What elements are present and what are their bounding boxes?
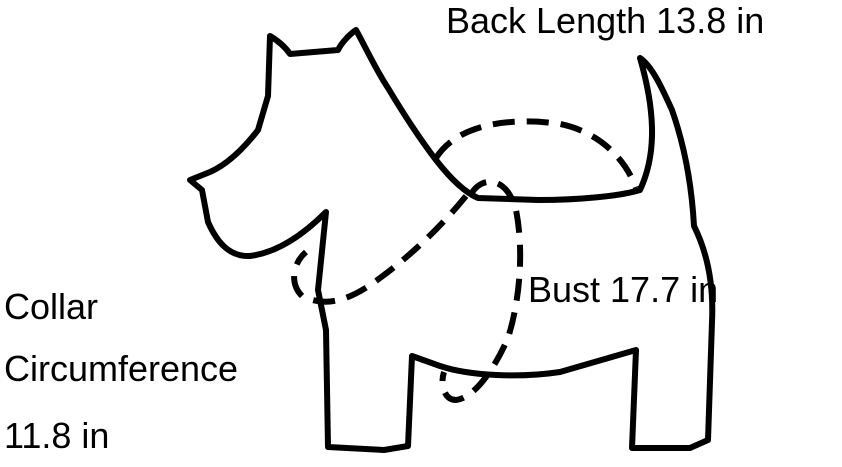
bust-measure-line xyxy=(439,178,524,404)
collar-label-line-3: 11.8 in xyxy=(4,415,110,456)
dog-silhouette xyxy=(187,27,716,453)
back-length-measure-line xyxy=(433,118,639,190)
collar-measure-line xyxy=(291,194,469,305)
collar-label-line-2: Circumference xyxy=(4,348,239,389)
bust-label: Bust 17.7 in xyxy=(528,269,719,310)
collar-label-line-1: Collar xyxy=(4,286,99,327)
back-length-label: Back Length 13.8 in xyxy=(446,0,765,41)
